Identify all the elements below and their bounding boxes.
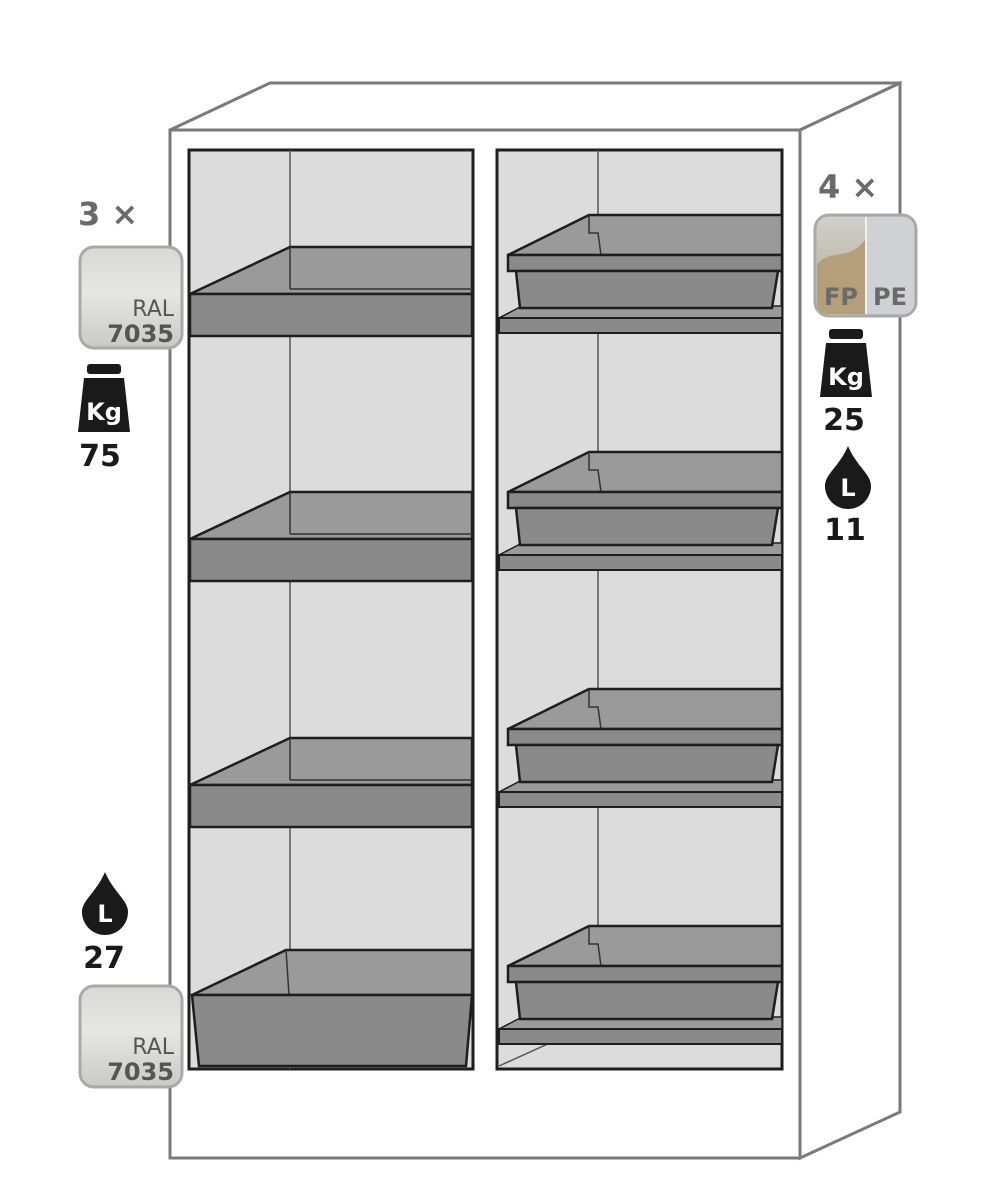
sump-ral-code: 7035 bbox=[107, 1058, 174, 1086]
tray-capacity-value: 11 bbox=[824, 513, 866, 548]
tray-material-swatch: FP PE bbox=[813, 213, 918, 318]
tray-1 bbox=[498, 213, 784, 334]
tray-capacity-drop-icon: L bbox=[825, 446, 871, 509]
tray-4 bbox=[498, 924, 784, 1045]
shelf-load-weight-icon: Kg bbox=[78, 364, 130, 432]
sump-capacity-value: 27 bbox=[83, 941, 125, 976]
tray-capacity-unit: L bbox=[840, 474, 855, 502]
tray-load-weight-icon: Kg bbox=[820, 329, 872, 397]
tray-count-label: 4 × bbox=[818, 168, 878, 206]
shelf-ral-label: RAL bbox=[132, 297, 174, 322]
tray-material-pe: PE bbox=[873, 283, 907, 311]
shelf-1 bbox=[188, 245, 474, 338]
shelf-ral-swatch: RAL 7035 bbox=[78, 245, 184, 350]
sump-capacity-drop-icon: L bbox=[82, 872, 128, 935]
sump-ral-swatch: RAL 7035 bbox=[78, 984, 184, 1089]
sump-capacity-unit: L bbox=[97, 900, 112, 928]
tray-3 bbox=[498, 687, 784, 808]
shelf-ral-code: 7035 bbox=[107, 320, 174, 348]
shelf-count-label: 3 × bbox=[78, 195, 138, 233]
tray-material-fp: FP bbox=[824, 283, 858, 311]
bottom-sump bbox=[190, 948, 474, 1068]
tray-load-unit: Kg bbox=[828, 363, 864, 391]
shelf-3 bbox=[188, 736, 474, 829]
shelf-2 bbox=[188, 490, 474, 583]
shelf-load-value: 75 bbox=[79, 439, 121, 474]
shelf-load-unit: Kg bbox=[86, 398, 122, 426]
tray-2 bbox=[498, 450, 784, 571]
sump-ral-label: RAL bbox=[132, 1035, 174, 1060]
tray-load-value: 25 bbox=[823, 403, 865, 438]
